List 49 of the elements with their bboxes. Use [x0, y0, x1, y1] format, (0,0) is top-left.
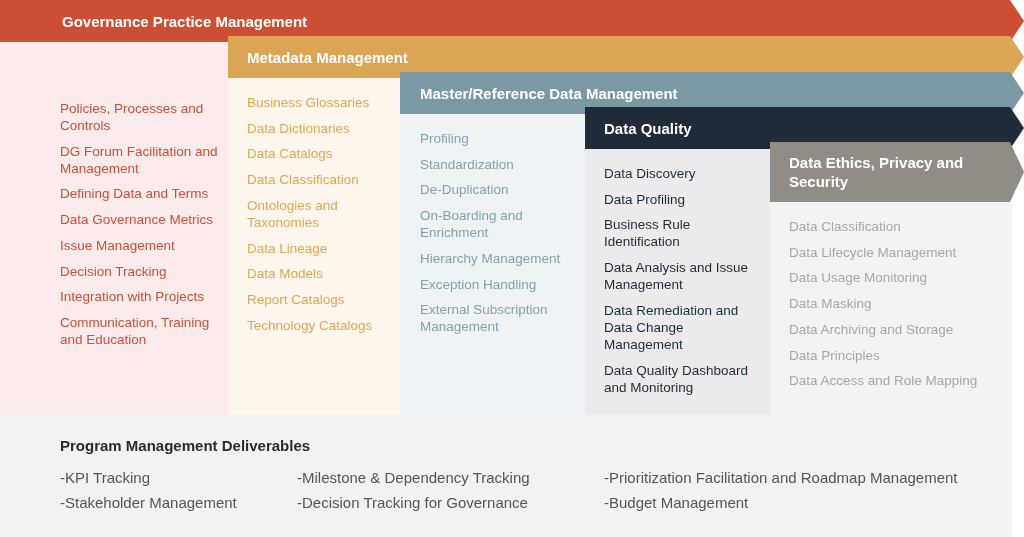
list-item: Data Discovery [604, 165, 697, 182]
list-item: De-Duplication [420, 181, 510, 199]
section-heading: Metadata Management [247, 48, 408, 67]
list-item: DG Forum Facilitation and Management [60, 142, 219, 177]
list-item: -Decision Tracking for Governance [297, 494, 528, 511]
list-item: Business Glossaries [247, 94, 371, 111]
list-item: Data Usage Monitoring [789, 269, 929, 287]
list-item: Data Profiling [604, 190, 687, 208]
list-item: Hierarchy Management [420, 249, 562, 267]
section-heading: Master/Reference Data Management [420, 84, 678, 103]
list-item: Data Principles [789, 346, 881, 364]
list-item: Data Classification [247, 171, 360, 189]
list-item: Standardization [420, 155, 515, 173]
list-item: Data Analysis and Issue Management [604, 259, 750, 294]
list-item: -KPI Tracking [60, 469, 151, 486]
list-item: Data Masking [789, 295, 873, 313]
list-item: Exception Handling [420, 275, 538, 293]
list-item: -Milestone & Dependency Tracking [297, 469, 530, 486]
list-item: Data Archiving and Storage [789, 320, 955, 338]
list-item: -Prioritization Facilitation and Roadmap Management [604, 469, 958, 486]
list-item: Data Quality Dashboard and Monitoring [604, 361, 750, 396]
list-item: Decision Tracking [60, 262, 168, 280]
section-heading: Data Ethics, Privacy and Security [789, 153, 965, 191]
list-item: Data Remediation and Data Change Management [604, 301, 740, 353]
list-item: Defining Data and Terms [60, 185, 210, 203]
list-item: Data Dictionaries [247, 119, 351, 137]
list-item: Data Classification [789, 218, 902, 235]
list-item: Profiling [420, 130, 470, 147]
list-item: Data Lineage [247, 239, 329, 257]
list-item: External Subscription Management [420, 301, 549, 336]
list-item: Data Governance Metrics [60, 211, 215, 229]
list-item: Data Lifecycle Management [789, 243, 958, 261]
list-item: Data Catalogs [247, 145, 334, 163]
list-item: Issue Management [60, 236, 176, 254]
list-item: Integration with Projects [60, 288, 206, 306]
list-item: -Stakeholder Management [60, 494, 237, 511]
section-heading: Data Quality [604, 119, 692, 138]
list-item: Ontologies and Taxonomies [247, 196, 339, 231]
list-item: Communication, Training and Education [60, 313, 211, 348]
section-heading: Program Management Deliverables [60, 437, 311, 454]
section-heading: Governance Practice Management [62, 12, 308, 31]
list-item: -Budget Management [604, 494, 749, 511]
list-item: Data Access and Role Mapping [789, 372, 979, 390]
list-item: Data Models [247, 265, 324, 283]
list-item: On-Boarding and Enrichment [420, 207, 524, 242]
list-item: Business Rule Identification [604, 216, 692, 251]
list-item: Technology Catalogs [247, 316, 374, 334]
list-item: Policies, Processes and Controls [60, 100, 205, 134]
list-item: Report Catalogs [247, 290, 346, 308]
